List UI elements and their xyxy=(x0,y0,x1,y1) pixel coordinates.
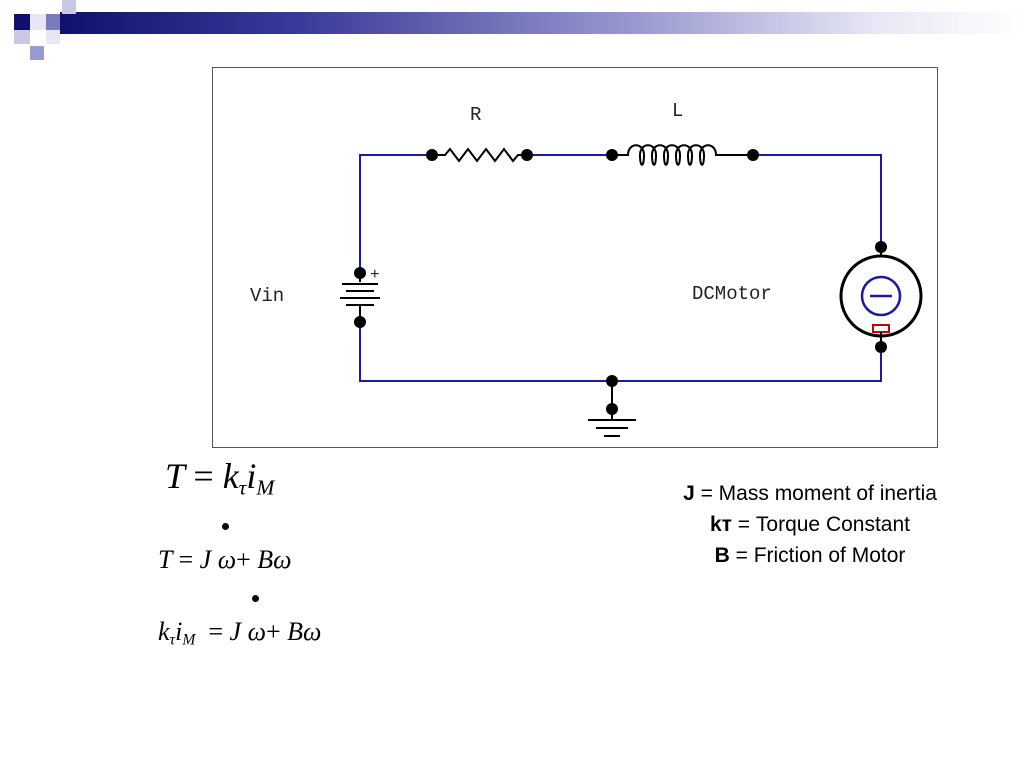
eq-subscript: τ xyxy=(238,475,247,500)
derivative-dot xyxy=(251,595,259,602)
header-gradient-bar xyxy=(60,12,1024,34)
eq-term: J xyxy=(229,617,242,646)
derivative-dot xyxy=(221,523,229,530)
eq-equals: = xyxy=(208,617,224,646)
eq-equals: = xyxy=(193,456,214,496)
dc-motor-symbol xyxy=(839,247,923,347)
terminal-dot xyxy=(354,267,366,279)
eq-equals: = xyxy=(178,545,194,574)
terminal-dot xyxy=(354,316,366,328)
legend-text: = Torque Constant xyxy=(731,513,910,536)
eq-term: k xyxy=(158,617,170,646)
terminal-dot xyxy=(747,149,759,161)
symbol-legend: J = Mass moment of inertia kт = Torque C… xyxy=(620,478,1000,571)
source-label: Vin xyxy=(250,285,284,307)
eq-subscript: M xyxy=(182,631,196,649)
eq-term: T xyxy=(158,545,172,574)
deco-square xyxy=(46,14,60,30)
legend-text: = Mass moment of inertia xyxy=(694,482,937,505)
eq-subscript: τ xyxy=(169,631,176,649)
wires xyxy=(359,154,882,382)
eq-term: ω xyxy=(217,545,237,574)
deco-square xyxy=(14,30,30,44)
deco-square xyxy=(30,46,44,60)
inductor xyxy=(612,144,753,166)
inductor-label: L xyxy=(672,100,683,122)
eq-term: i xyxy=(175,617,183,646)
eq-plus: + xyxy=(236,545,251,574)
terminal-dots xyxy=(354,149,887,415)
eq-term: J xyxy=(199,545,212,574)
legend-text: = Friction of Motor xyxy=(729,544,906,567)
motor-label: DCMotor xyxy=(692,283,772,305)
terminal-dot xyxy=(426,149,438,161)
equation-torque-current: T = kτiM xyxy=(165,455,274,500)
eq-term: ω xyxy=(303,617,322,646)
deco-square xyxy=(46,30,60,44)
legend-item: kт = Torque Constant xyxy=(620,509,1000,540)
terminal-dot xyxy=(521,149,533,161)
eq-plus: + xyxy=(265,617,281,646)
eq-term: T xyxy=(165,456,185,496)
legend-symbol: kт xyxy=(710,513,732,536)
eq-term: i xyxy=(246,456,257,496)
eq-term: B xyxy=(257,545,274,574)
eq-omega-dot: ω xyxy=(217,523,237,575)
terminal-dot xyxy=(875,341,887,353)
eq-term: B xyxy=(287,617,304,646)
legend-item: J = Mass moment of inertia xyxy=(620,478,1000,509)
terminal-dot xyxy=(606,403,618,415)
legend-item: B = Friction of Motor xyxy=(620,540,1000,571)
resistor-label: R xyxy=(470,104,481,126)
eq-subscript: M xyxy=(256,475,275,500)
eq-term: ω xyxy=(247,617,266,646)
eq-term: ω xyxy=(273,545,292,574)
legend-symbol: B xyxy=(714,544,730,567)
equation-combined: kτiM = J ω+ Bω xyxy=(158,595,322,650)
eq-omega-dot: ω xyxy=(247,595,266,647)
header-decoration xyxy=(0,0,1024,60)
resistor xyxy=(432,147,527,163)
deco-square xyxy=(62,0,76,14)
polarity-label: + xyxy=(370,266,380,284)
deco-square xyxy=(30,14,46,30)
terminal-dot xyxy=(606,149,618,161)
eq-term: k xyxy=(222,456,239,496)
deco-square xyxy=(14,14,30,30)
equation-torque-dynamics: T = J ω+ Bω xyxy=(158,523,292,575)
legend-symbol: J xyxy=(683,482,695,505)
terminal-dot xyxy=(606,375,618,387)
terminal-dot xyxy=(875,241,887,253)
circuit-diagram-frame xyxy=(212,67,938,448)
